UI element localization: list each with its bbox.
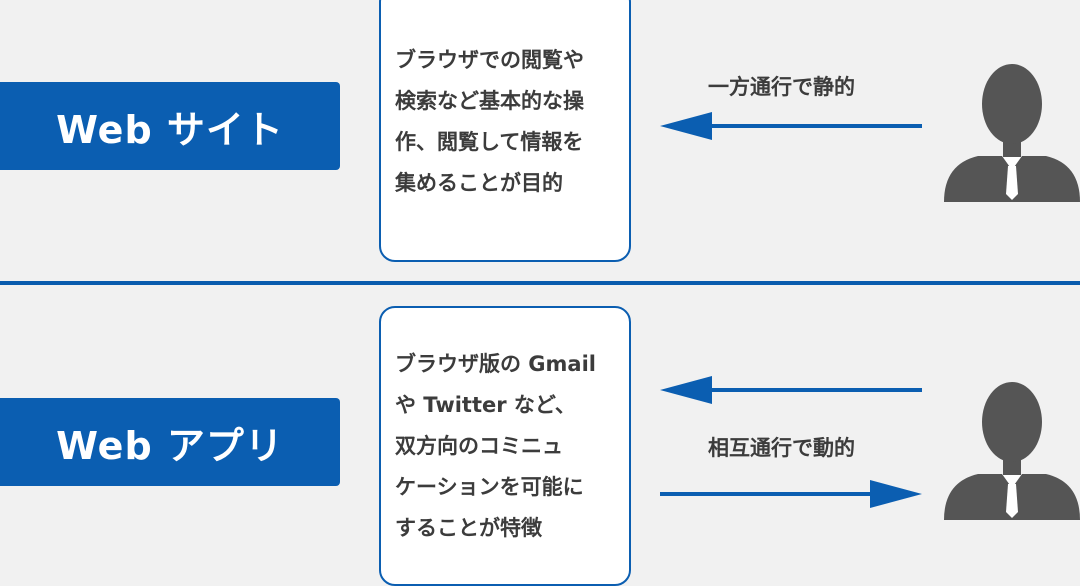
description-line: ケーションを可能に (395, 475, 584, 499)
description-line: 双方向のコミニュ (395, 434, 563, 458)
person-icon (944, 64, 1080, 202)
description-line: や Twitter など、 (395, 393, 576, 417)
description-line: することが特徴 (395, 516, 542, 540)
two-way-caption: 相互通行で動的 (708, 436, 855, 460)
person-icon (944, 382, 1080, 520)
description-line: ブラウザ版の Gmail (395, 352, 596, 376)
description-line: 集めることが目的 (395, 171, 563, 195)
left-arrow-icon (660, 376, 922, 404)
left-arrow-icon (660, 112, 922, 140)
web-site-description: ブラウザでの閲覧や 検索など基本的な操 作、閲覧して情報を 集めることが目的 (379, 0, 631, 262)
right-arrow-icon (660, 480, 922, 508)
description-line: 検索など基本的な操 (395, 89, 584, 113)
description-line: 作、閲覧して情報を (395, 130, 584, 154)
description-line: ブラウザでの閲覧や (395, 48, 584, 72)
one-way-caption: 一方通行で静的 (708, 75, 855, 99)
web-app-description: ブラウザ版の Gmail や Twitter など、 双方向のコミニュ ケーショ… (379, 306, 631, 586)
web-site-label: Web サイト (0, 82, 340, 170)
diagram-graphics (660, 64, 1080, 520)
section-divider (0, 281, 1080, 285)
web-app-label: Web アプリ (0, 398, 340, 486)
